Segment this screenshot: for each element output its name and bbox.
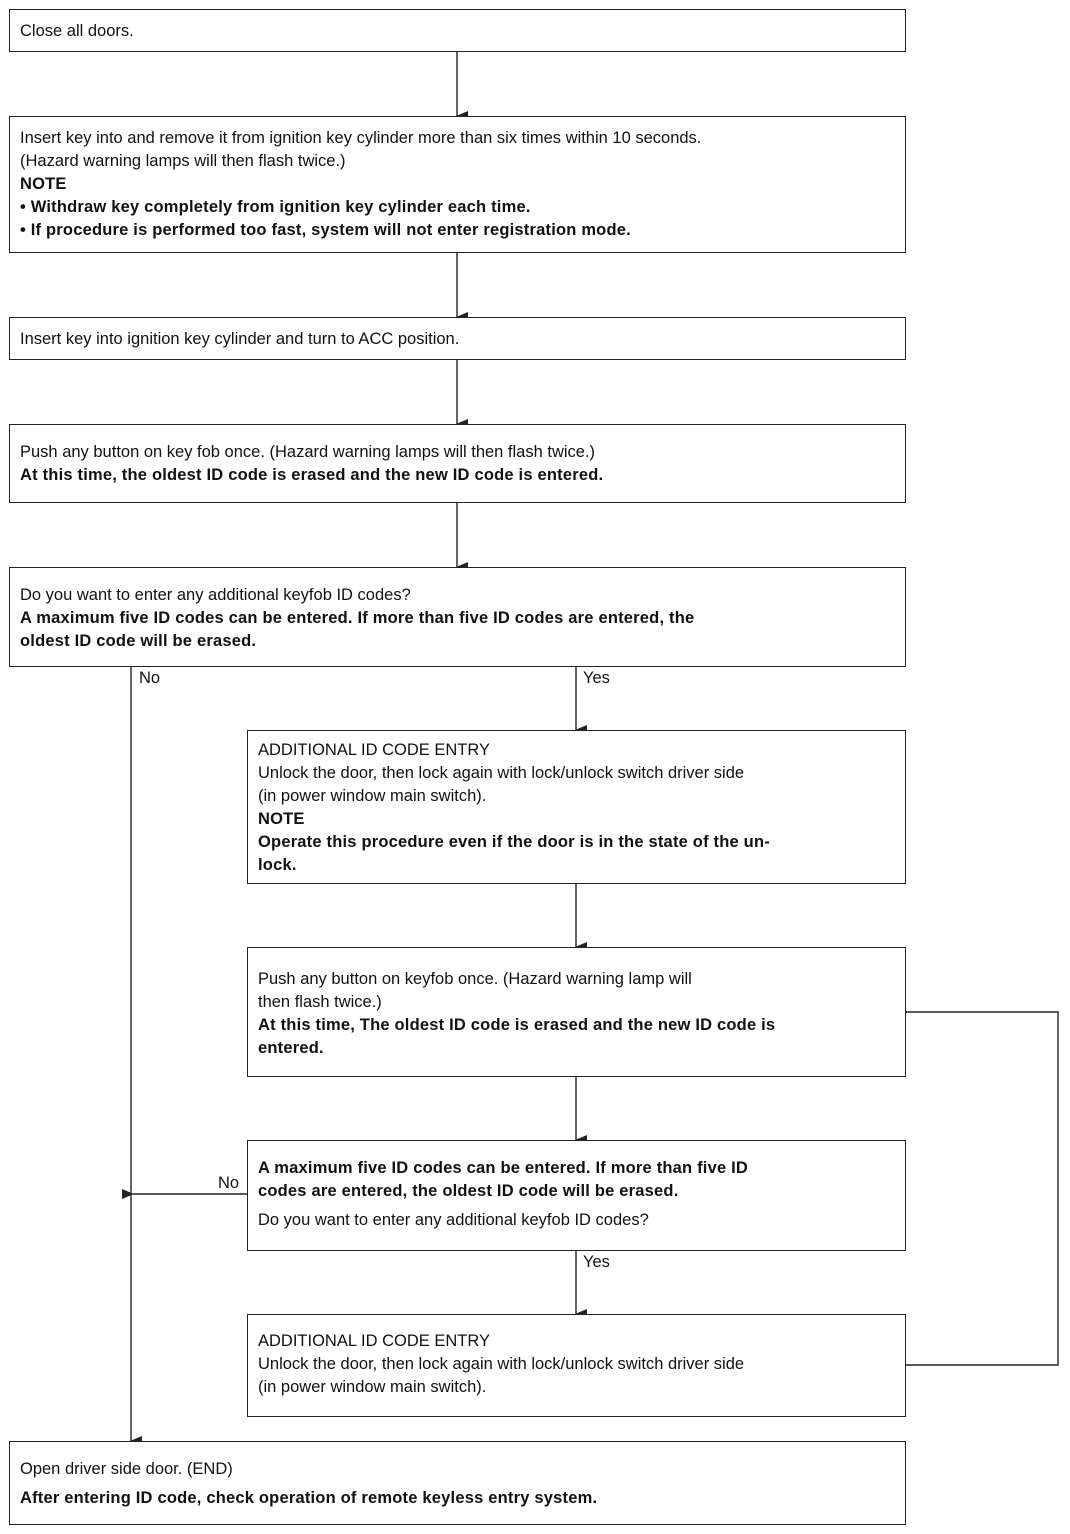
label-no: No bbox=[218, 1174, 240, 1192]
step-text: (Hazard warning lamps will then flash tw… bbox=[20, 152, 346, 170]
label-no: No bbox=[139, 669, 161, 687]
step-bold-text: A maximum five ID codes can be entered. … bbox=[258, 1159, 749, 1177]
step-bold-text: entered. bbox=[258, 1039, 324, 1057]
step-question-additional: Do you want to enter any additional keyf… bbox=[9, 567, 906, 667]
step-insert-acc: Insert key into ignition key cylinder an… bbox=[9, 317, 906, 360]
step-push-keyfob: Push any button on keyfob once. (Hazard … bbox=[247, 947, 906, 1077]
step-text: (in power window main switch). bbox=[258, 1378, 487, 1396]
step-text: Do you want to enter any additional keyf… bbox=[20, 586, 411, 604]
step-push-button: Push any button on key fob once. (Hazard… bbox=[9, 424, 906, 503]
label-yes: Yes bbox=[583, 669, 610, 687]
note-bullet: • Withdraw key completely from ignition … bbox=[20, 198, 531, 216]
step-text: Push any button on keyfob once. (Hazard … bbox=[258, 970, 692, 988]
step-additional-entry-1: ADDITIONAL ID CODE ENTRY Unlock the door… bbox=[247, 730, 906, 884]
step-text: Unlock the door, then lock again with lo… bbox=[258, 764, 745, 782]
label-yes: Yes bbox=[583, 1253, 610, 1271]
note-bullet: • If procedure is performed too fast, sy… bbox=[20, 221, 631, 239]
step-bold-text: oldest ID code will be erased. bbox=[20, 632, 257, 650]
step-title: ADDITIONAL ID CODE ENTRY bbox=[258, 1332, 490, 1350]
step-text: Push any button on key fob once. (Hazard… bbox=[20, 443, 596, 461]
step-title: ADDITIONAL ID CODE ENTRY bbox=[258, 741, 490, 759]
step-text: Do you want to enter any additional keyf… bbox=[258, 1211, 649, 1229]
step-text: Close all doors. bbox=[20, 22, 134, 40]
step-insert-remove-key: Insert key into and remove it from ignit… bbox=[9, 116, 906, 253]
step-text: Insert key into ignition key cylinder an… bbox=[20, 330, 460, 348]
step-text: Open driver side door. (END) bbox=[20, 1460, 233, 1478]
step-question-additional-2: A maximum five ID codes can be entered. … bbox=[247, 1140, 906, 1251]
note-heading: NOTE bbox=[258, 810, 305, 828]
step-additional-entry-2: ADDITIONAL ID CODE ENTRY Unlock the door… bbox=[247, 1314, 906, 1417]
step-bold-text: codes are entered, the oldest ID code wi… bbox=[258, 1182, 679, 1200]
step-end: Open driver side door. (END) After enter… bbox=[9, 1441, 906, 1525]
step-text: Insert key into and remove it from ignit… bbox=[20, 129, 702, 147]
step-bold-text: At this time, The oldest ID code is eras… bbox=[258, 1016, 776, 1034]
step-text: Unlock the door, then lock again with lo… bbox=[258, 1355, 745, 1373]
step-text: then flash twice.) bbox=[258, 993, 382, 1011]
step-bold-text: A maximum five ID codes can be entered. … bbox=[20, 609, 695, 627]
step-bold-text: After entering ID code, check operation … bbox=[20, 1489, 598, 1507]
loop-back-line bbox=[897, 1007, 1059, 1366]
step-bold-text: At this time, the oldest ID code is eras… bbox=[20, 466, 604, 484]
note-heading: NOTE bbox=[20, 175, 67, 193]
step-text: (in power window main switch). bbox=[258, 787, 487, 805]
step-bold-text: Operate this procedure even if the door … bbox=[258, 833, 770, 851]
step-bold-text: lock. bbox=[258, 856, 297, 874]
step-close-doors: Close all doors. bbox=[9, 9, 906, 52]
